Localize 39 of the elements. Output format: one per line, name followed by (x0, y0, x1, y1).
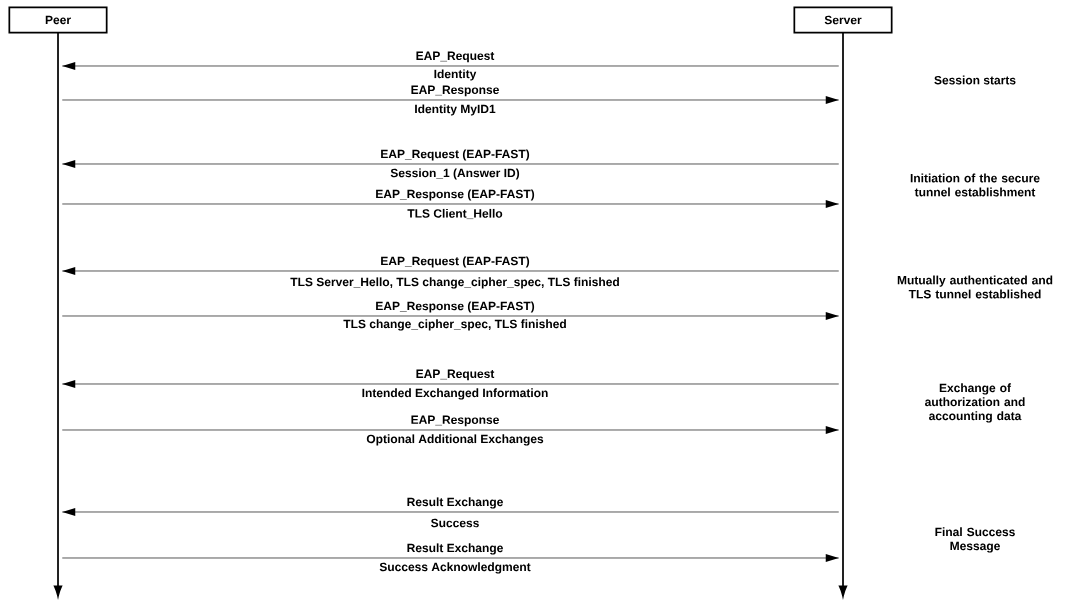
message-label: Optional Additional Exchanges (366, 434, 544, 446)
message-label: Intended Exchanged Information (362, 388, 548, 400)
message-arrow (61, 312, 840, 320)
phase-note: Mutually authenticated and TLS tunnel established (897, 275, 1053, 299)
message-label: EAP_Response (EAP-FAST) (374, 188, 536, 202)
message-label: Identity (434, 69, 477, 81)
message-arrow (61, 267, 840, 275)
phase-note: Final Success Message (935, 527, 1015, 553)
message-arrow (61, 200, 840, 208)
phase-note: Initiation of the secure tunnel establishment (910, 173, 1040, 197)
message-arrow (61, 96, 840, 104)
message-label: Success Acknowledgment (379, 562, 531, 574)
participant-box: Peer (8, 6, 108, 34)
message-label: EAP_Response (410, 414, 500, 428)
message-label: Session_1 (Answer ID) (390, 168, 520, 180)
message-label: Success (431, 518, 479, 528)
phase-note: Exchange of authorization and accounting data (925, 383, 1025, 423)
message-label: EAP_Request (415, 368, 495, 382)
message-label: Result Exchange (406, 542, 504, 556)
message-arrow (61, 554, 840, 562)
message-label: EAP_Request (EAP-FAST) (379, 255, 531, 269)
message-label: EAP_Response (410, 84, 500, 98)
participant-box: Server (793, 6, 893, 34)
message-label: Result Exchange (406, 496, 504, 510)
message-arrow (61, 62, 840, 70)
message-label: EAP_Request (415, 50, 495, 64)
message-label: TLS change_cipher_spec, TLS finished (343, 319, 566, 331)
message-label: EAP_Request (EAP-FAST) (379, 148, 531, 162)
message-arrow (61, 508, 840, 516)
message-label: EAP_Response (EAP-FAST) (374, 300, 536, 314)
message-label: TLS Server_Hello, TLS change_cipher_spec, TLS finished (290, 277, 619, 289)
lifeline-arrow (53, 32, 63, 597)
lifeline-arrow (838, 32, 848, 597)
phase-note: Session starts (934, 75, 1016, 85)
message-arrow (61, 426, 840, 434)
message-arrow (61, 160, 840, 168)
message-label: Identity MyID1 (415, 104, 496, 116)
message-label: TLS Client_Hello (407, 208, 503, 220)
message-arrow (61, 380, 840, 388)
